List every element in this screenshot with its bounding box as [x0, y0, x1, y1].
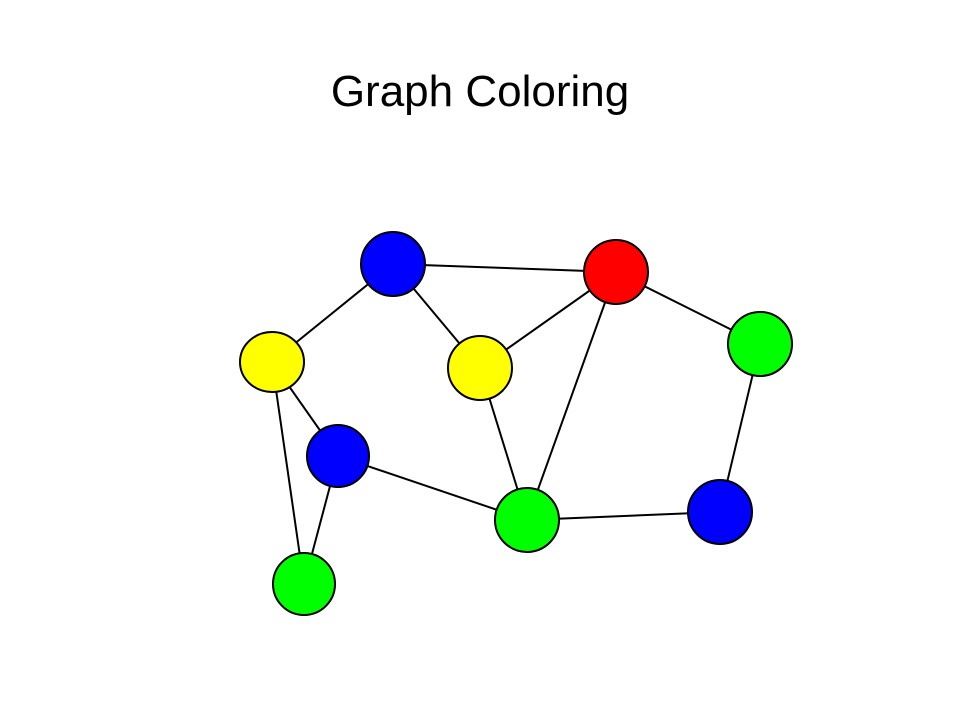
- node-blue-n8: [687, 479, 753, 545]
- node-red-n2: [583, 239, 649, 305]
- graph-nodes: [239, 231, 793, 616]
- edge-n3-n9: [271, 361, 305, 585]
- node-blue-n6: [306, 424, 370, 488]
- edge-n1-n2: [392, 263, 617, 273]
- edge-n6-n7: [337, 455, 528, 521]
- node-blue-n1: [360, 231, 426, 297]
- node-green-n9: [272, 552, 336, 616]
- edge-n2-n7: [526, 271, 617, 521]
- node-yellow-n4: [447, 335, 513, 401]
- slide-title: Graph Coloring: [330, 67, 630, 116]
- node-green-n5: [727, 311, 793, 377]
- node-yellow-n3: [239, 331, 305, 393]
- node-green-n7: [494, 487, 560, 553]
